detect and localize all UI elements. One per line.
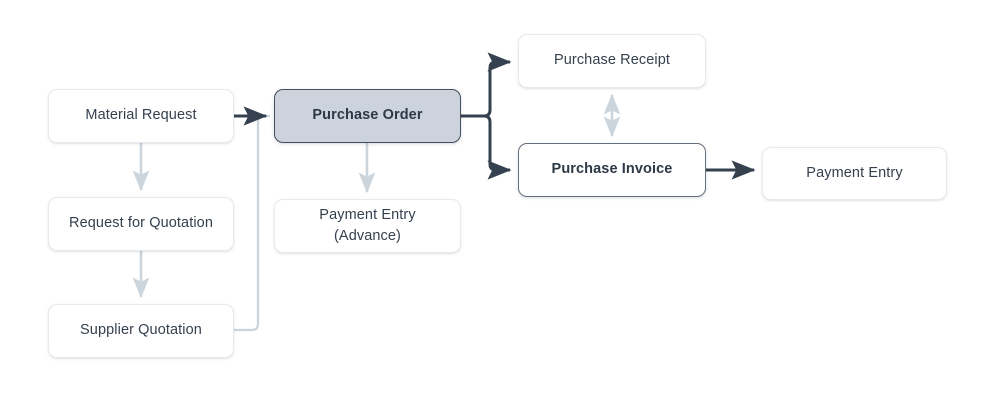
edge-purchase-order-to-purchase-receipt xyxy=(461,52,512,118)
node-payment-entry-advance[interactable]: Payment Entry (Advance) xyxy=(274,199,461,253)
node-purchase-invoice[interactable]: Purchase Invoice xyxy=(518,143,706,197)
edge-supplier-quotation-to-purchase-order xyxy=(234,114,270,332)
edge-purchase-order-to-purchase-invoice xyxy=(461,114,512,180)
node-request-for-quotation[interactable]: Request for Quotation xyxy=(48,197,234,251)
node-material-request[interactable]: Material Request xyxy=(48,89,234,143)
node-purchase-receipt[interactable]: Purchase Receipt xyxy=(518,34,706,88)
node-purchase-order[interactable]: Purchase Order xyxy=(274,89,461,143)
node-payment-entry[interactable]: Payment Entry xyxy=(762,147,947,200)
node-supplier-quotation[interactable]: Supplier Quotation xyxy=(48,304,234,358)
